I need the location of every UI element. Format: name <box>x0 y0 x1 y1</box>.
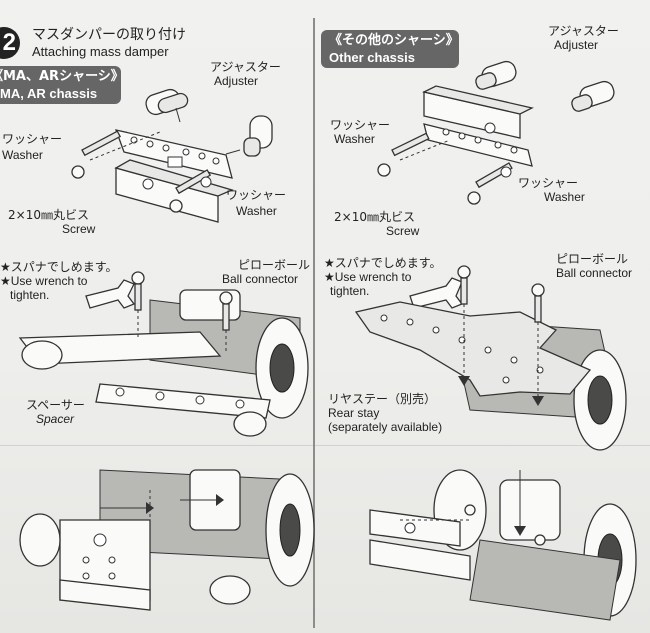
step-number-badge: 2 <box>0 27 20 59</box>
left-mass-bottom-illustration <box>114 159 234 223</box>
right-wrench-label-en-2: tighten. <box>330 284 370 298</box>
right-wrench-label-jp: ★スパナでしめます。 <box>324 256 442 270</box>
left-chassis-middle-illustration <box>18 271 309 437</box>
left-ball-label-en: Ball connector <box>222 272 299 286</box>
right-tag-jp: 《その他のシャーシ》 <box>329 33 459 48</box>
right-rear-stay-label-en-1: Rear stay <box>328 406 380 420</box>
right-wrench-illustration <box>409 277 464 309</box>
left-adjuster-top-illustration <box>145 88 189 123</box>
left-spacer-label-en: Spacer <box>36 412 75 426</box>
left-wrench-label-en-2: tighten. <box>10 288 50 302</box>
left-washer1-label-en: Washer <box>2 148 43 162</box>
step-title-jp: マスダンパーの取り付け <box>32 27 186 43</box>
column-divider <box>313 18 315 628</box>
right-ball-label-jp: ピローボール <box>556 252 629 266</box>
left-chassis-bottom-illustration <box>19 469 315 611</box>
right-tag-en: Other chassis <box>329 50 415 65</box>
right-wrench-label-en-1: ★Use wrench to <box>324 270 412 284</box>
left-washer1-label-jp: ワッシャー <box>2 132 63 146</box>
right-washer2-label-en: Washer <box>544 190 585 204</box>
left-chassis-tag: 《MA、ARシャーシ》 MA, AR chassis <box>0 66 124 104</box>
left-screws-illustration <box>71 130 212 213</box>
left-washer2-label-jp: ワッシャー <box>226 188 287 202</box>
left-screw-label-en: Screw <box>62 222 96 236</box>
left-adjuster-label-jp: アジャスター <box>210 60 281 74</box>
right-adjuster-label-en: Adjuster <box>554 38 599 52</box>
right-chassis-bottom-illustration <box>369 469 637 621</box>
right-adjuster-label-jp: アジャスター <box>548 24 619 38</box>
page-fold-line <box>0 445 650 446</box>
right-rear-stay-label-jp: リヤステー（別売） <box>328 392 437 406</box>
right-washer1-label-jp: ワッシャー <box>330 118 391 132</box>
left-adjuster-right-illustration <box>225 115 273 157</box>
left-screw-label-jp: 2×10㎜丸ビス <box>8 208 89 222</box>
left-wrench-illustration <box>85 279 136 309</box>
left-ball-label-jp: ピローボール <box>238 258 311 272</box>
right-chassis-tag: 《その他のシャーシ》 Other chassis <box>321 30 459 68</box>
right-screw-label-en: Screw <box>386 224 420 238</box>
right-screw-label-jp: 2×10㎜丸ビス <box>334 210 415 224</box>
left-tag-jp: 《MA、ARシャーシ》 <box>0 69 124 84</box>
right-weight-blocks-illustration <box>422 85 534 167</box>
left-adjuster-label-en: Adjuster <box>214 74 259 88</box>
right-rear-stay-illustration <box>354 265 627 451</box>
left-washer2-label-en: Washer <box>236 204 277 218</box>
right-washer1-label-en: Washer <box>334 132 375 146</box>
right-adjusters-illustration <box>475 60 615 112</box>
left-tag-en: MA, AR chassis <box>0 86 98 101</box>
right-screws-illustration <box>377 132 513 205</box>
left-spacer-label-jp: スペーサー <box>26 398 85 412</box>
step-title-en: Attaching mass damper <box>32 44 169 59</box>
right-rear-stay-label-en-2: (separately available) <box>328 420 443 434</box>
right-washer2-label-jp: ワッシャー <box>518 176 579 190</box>
left-wrench-label-jp: ★スパナでしめます。 <box>0 260 118 274</box>
left-wrench-label-en-1: ★Use wrench to <box>0 274 88 288</box>
right-ball-label-en: Ball connector <box>556 266 633 280</box>
